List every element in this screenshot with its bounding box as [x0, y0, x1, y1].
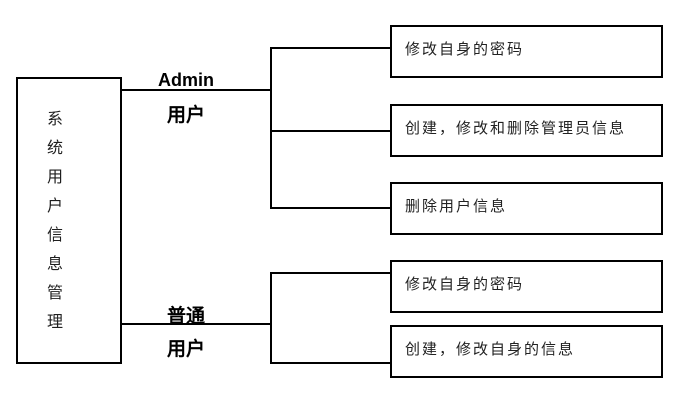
permission-node-admin-2: 创建，修改和删除管理员信息 [390, 104, 663, 157]
permission-node-normal-2: 创建，修改自身的信息 [390, 325, 663, 378]
root-node-char: 户 [46, 197, 63, 215]
root-node-char: 理 [46, 313, 63, 331]
permission-node-admin-3: 删除用户信息 [390, 182, 663, 235]
branch-admin-main-line [122, 89, 270, 91]
branch-admin-label-bottom: 用户 [166, 105, 205, 126]
normal-connector-stub-1 [270, 272, 390, 274]
admin-connector-stub-2 [270, 130, 390, 132]
branch-normal-main-line [122, 323, 270, 325]
root-node-char: 系 [46, 110, 63, 128]
root-node-vertical-text: 系 统 用 户 信 息 管 理 [18, 79, 120, 362]
root-node: 系 统 用 户 信 息 管 理 [16, 77, 122, 364]
admin-connector-stub-1 [270, 47, 390, 49]
normal-connector-vertical [270, 272, 272, 364]
branch-normal-label-bottom: 用户 [166, 339, 205, 360]
root-node-char: 管 [46, 284, 63, 302]
root-node-char: 信 [46, 226, 63, 244]
branch-admin-label-top: Admin [158, 70, 214, 90]
permission-node-admin-1: 修改自身的密码 [390, 25, 663, 78]
admin-connector-vertical [270, 47, 272, 209]
root-node-char: 统 [46, 139, 63, 157]
branch-normal-label-top: 普通 [166, 306, 205, 327]
permission-node-normal-1: 修改自身的密码 [390, 260, 663, 313]
admin-connector-stub-3 [270, 207, 390, 209]
normal-connector-stub-2 [270, 362, 390, 364]
root-node-char: 息 [46, 255, 63, 273]
root-node-char: 用 [46, 168, 63, 186]
